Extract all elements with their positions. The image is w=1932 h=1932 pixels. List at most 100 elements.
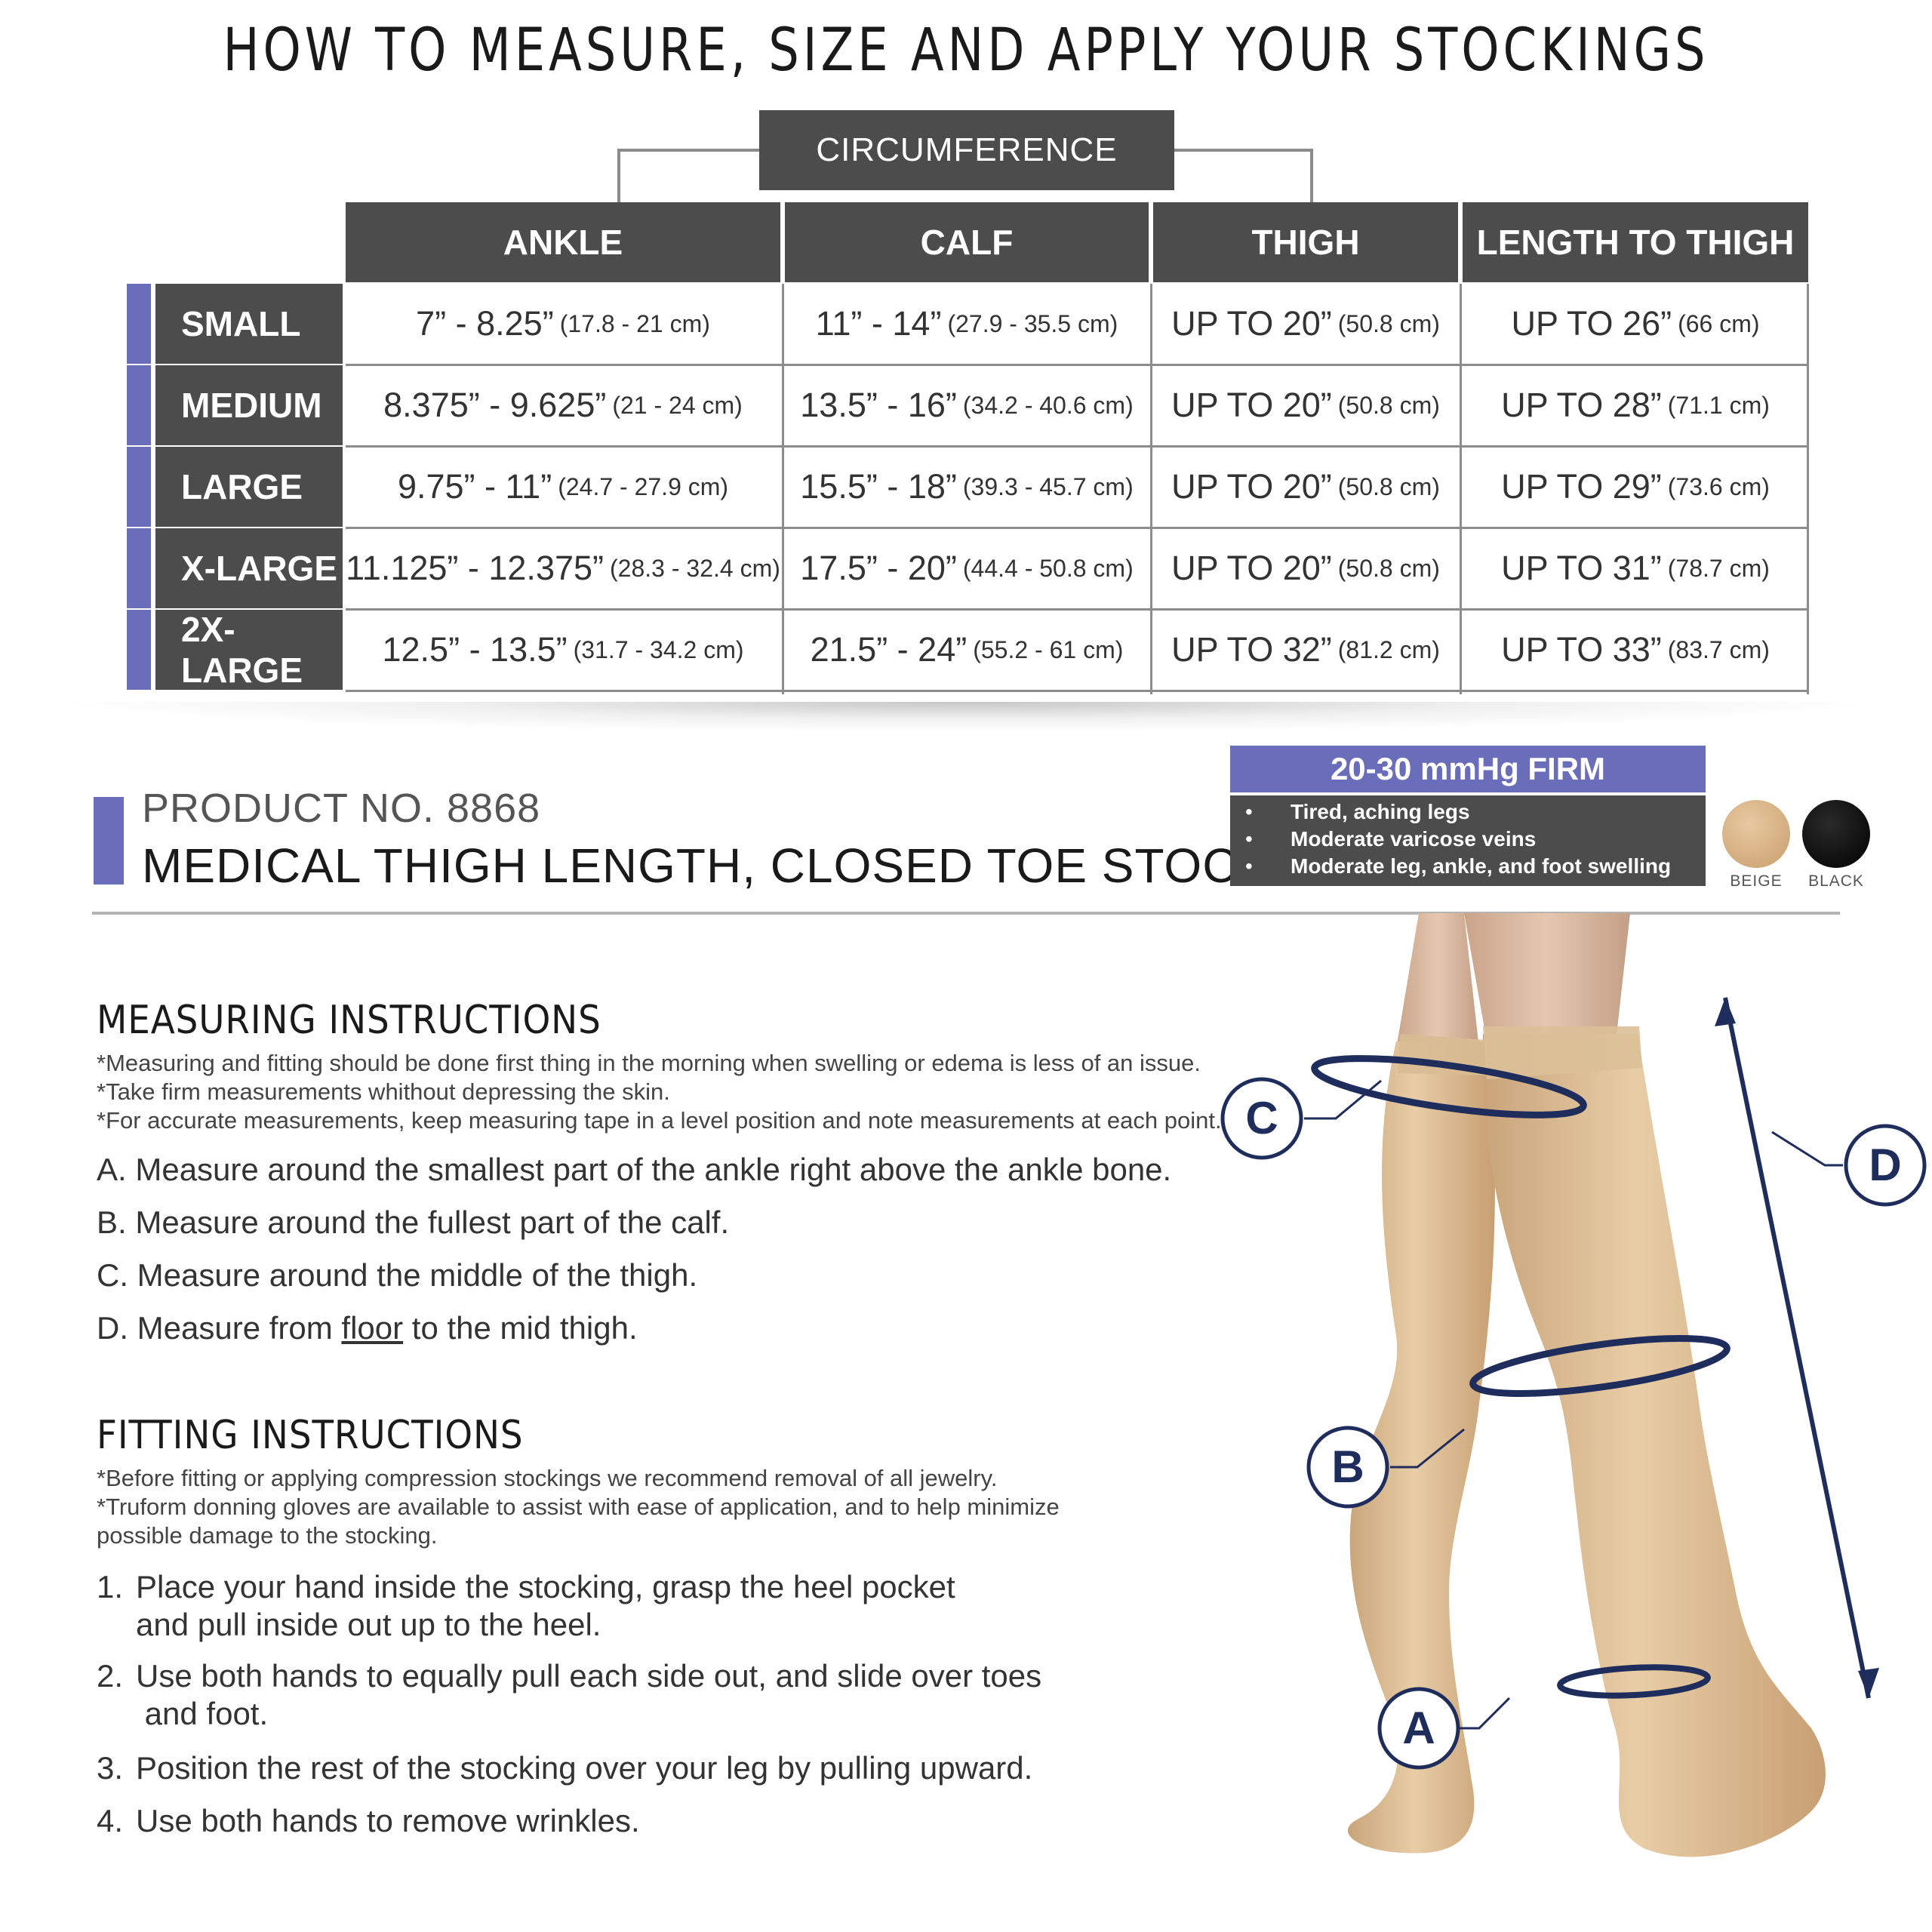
measure-step-d: D. Measure from floor to the mid thigh. (97, 1310, 638, 1346)
beige-swatch-label: BEIGE (1730, 872, 1783, 890)
measure-step-d-text-end: to the mid thigh. (403, 1310, 638, 1346)
row-accent-bar (127, 610, 151, 690)
inch-value: UP TO 20” (1171, 467, 1332, 506)
cm-value: (81.2 cm) (1337, 635, 1440, 663)
arrow-head-bottom (1858, 1668, 1879, 1698)
stocking-leg-illustration: C B A D (1220, 913, 1927, 1857)
label-b-icon: B (1306, 1426, 1389, 1509)
inch-value: 12.5” - 13.5” (382, 630, 568, 669)
bracket-right-top (1173, 149, 1313, 152)
table-cell: 12.5” - 13.5”(31.7 - 34.2 cm) (346, 610, 780, 690)
label-d-icon: D (1844, 1124, 1927, 1207)
measuring-note: *Take firm measurements whithout depress… (97, 1078, 670, 1105)
cm-value: (34.2 - 40.6 cm) (962, 391, 1134, 419)
inch-value: UP TO 29” (1501, 467, 1662, 506)
cm-value: (44.4 - 50.8 cm) (962, 554, 1134, 582)
fitting-note: *Truform donning gloves are available to… (97, 1494, 1060, 1520)
table-cell: 7” - 8.25”(17.8 - 21 cm) (346, 284, 780, 364)
arrow-head-top (1715, 998, 1736, 1026)
product-accent-bar (94, 797, 124, 884)
cm-value: (39.3 - 45.7 cm) (962, 472, 1134, 500)
column-header-length-to-thigh: LENGTH TO THIGH (1463, 202, 1808, 282)
table-cell: 21.5” - 24”(55.2 - 61 cm) (785, 610, 1149, 690)
leader-c (1304, 1079, 1382, 1120)
cm-value: (50.8 cm) (1337, 554, 1440, 582)
table-cell: UP TO 20”(50.8 cm) (1153, 284, 1458, 364)
cm-value: (31.7 - 34.2 cm) (573, 635, 744, 663)
cm-value: (83.7 cm) (1667, 635, 1770, 663)
table-cell: 15.5” - 18”(39.3 - 45.7 cm) (785, 447, 1149, 527)
row-accent-bar (127, 447, 151, 527)
inch-value: UP TO 26” (1511, 304, 1672, 343)
table-cell: 9.75” - 11”(24.7 - 27.9 cm) (346, 447, 780, 527)
cm-value: (73.6 cm) (1667, 472, 1770, 500)
leader-b (1390, 1428, 1465, 1469)
label-b-text: B (1331, 1441, 1364, 1492)
column-header-ankle: ANKLE (346, 202, 780, 282)
cm-value: (50.8 cm) (1337, 391, 1440, 419)
measure-step-a: A. Measure around the smallest part of t… (97, 1152, 1172, 1187)
indication-item: Moderate varicose veins (1291, 827, 1537, 851)
bracket-right-drop (1310, 149, 1313, 203)
indications-list: • Tired, aching legs • Moderate varicose… (1230, 795, 1706, 886)
table-row-divider (346, 445, 1808, 448)
fitting-step-line: Position the rest of the stocking over y… (136, 1750, 1033, 1786)
table-cell: UP TO 26”(66 cm) (1463, 284, 1808, 364)
inch-value: 17.5” - 20” (800, 549, 957, 587)
fitting-note: *Before fitting or applying compression … (97, 1465, 998, 1491)
column-header-thigh: THIGH (1153, 202, 1458, 282)
bracket-left-top (617, 149, 761, 152)
cm-value: (27.9 - 35.5 cm) (947, 309, 1118, 337)
cm-value: (21 - 24 cm) (612, 391, 743, 419)
front-leg-stocking (1482, 1034, 1826, 1857)
ankle-tape-a (1557, 1664, 1711, 1699)
row-accent-bar (127, 528, 151, 608)
table-row-divider (346, 364, 1808, 366)
product-name: MEDICAL THIGH LENGTH, CLOSED TOE STOCKIN… (142, 838, 1392, 893)
table-cell: 11.125” - 12.375”(28.3 - 32.4 cm) (346, 528, 780, 608)
back-thigh-skin (1396, 913, 1479, 1049)
row-accent-bar (127, 365, 151, 445)
compression-level: 20-30 mmHg FIRM (1230, 746, 1706, 792)
fitting-step-3: Position the rest of the stocking over y… (136, 1749, 1032, 1787)
column-header-calf: CALF (785, 202, 1149, 282)
inch-value: 15.5” - 18” (800, 467, 957, 506)
product-divider (92, 912, 1840, 915)
table-column-divider (1807, 284, 1809, 694)
measure-step-d-text: D. Measure from (97, 1310, 342, 1346)
cm-value: (50.8 cm) (1337, 309, 1440, 337)
indication-item: Moderate leg, ankle, and foot swelling (1291, 854, 1672, 878)
black-swatch (1802, 800, 1870, 868)
label-a-text: A (1402, 1703, 1435, 1753)
inch-value: 21.5” - 24” (810, 630, 968, 669)
bullet-icon: • (1245, 854, 1253, 878)
inch-value: UP TO 32” (1171, 630, 1332, 669)
label-a-icon: A (1377, 1687, 1460, 1770)
inch-value: UP TO 20” (1171, 386, 1332, 424)
fitting-step-line: Use both hands to equally pull each side… (136, 1658, 1042, 1694)
label-c-icon: C (1220, 1077, 1303, 1160)
calf-tape-b (1469, 1335, 1730, 1397)
measure-step-b: B. Measure around the fullest part of th… (97, 1204, 730, 1240)
bullet-icon: • (1245, 827, 1253, 851)
label-c-text: C (1245, 1093, 1278, 1143)
cm-value: (17.8 - 21 cm) (559, 309, 710, 337)
inch-value: 11.125” - 12.375” (346, 549, 605, 587)
table-row-divider (346, 527, 1808, 529)
leader-a (1460, 1697, 1511, 1730)
cm-value: (66 cm) (1678, 309, 1760, 337)
fitting-step-line: Place your hand inside the stocking, gra… (136, 1569, 955, 1604)
fitting-step-line: and pull inside out up to the heel. (136, 1607, 601, 1642)
inch-value: 11” - 14” (815, 304, 942, 343)
measuring-note: *Measuring and fitting should be done fi… (97, 1050, 1201, 1076)
inch-value: 9.75” - 11” (397, 467, 552, 506)
table-cell: 13.5” - 16”(34.2 - 40.6 cm) (785, 365, 1149, 445)
page-title: HOW TO MEASURE, SIZE AND APPLY YOUR STOC… (223, 17, 1709, 85)
length-arrow-d (1723, 997, 1871, 1699)
table-column-divider (782, 284, 784, 694)
fitting-note: possible damage to the stocking. (97, 1522, 438, 1549)
indication-item: Tired, aching legs (1291, 800, 1470, 823)
front-thigh-skin (1464, 913, 1630, 1049)
table-row-divider (346, 690, 1808, 692)
cm-value: (50.8 cm) (1337, 472, 1440, 500)
